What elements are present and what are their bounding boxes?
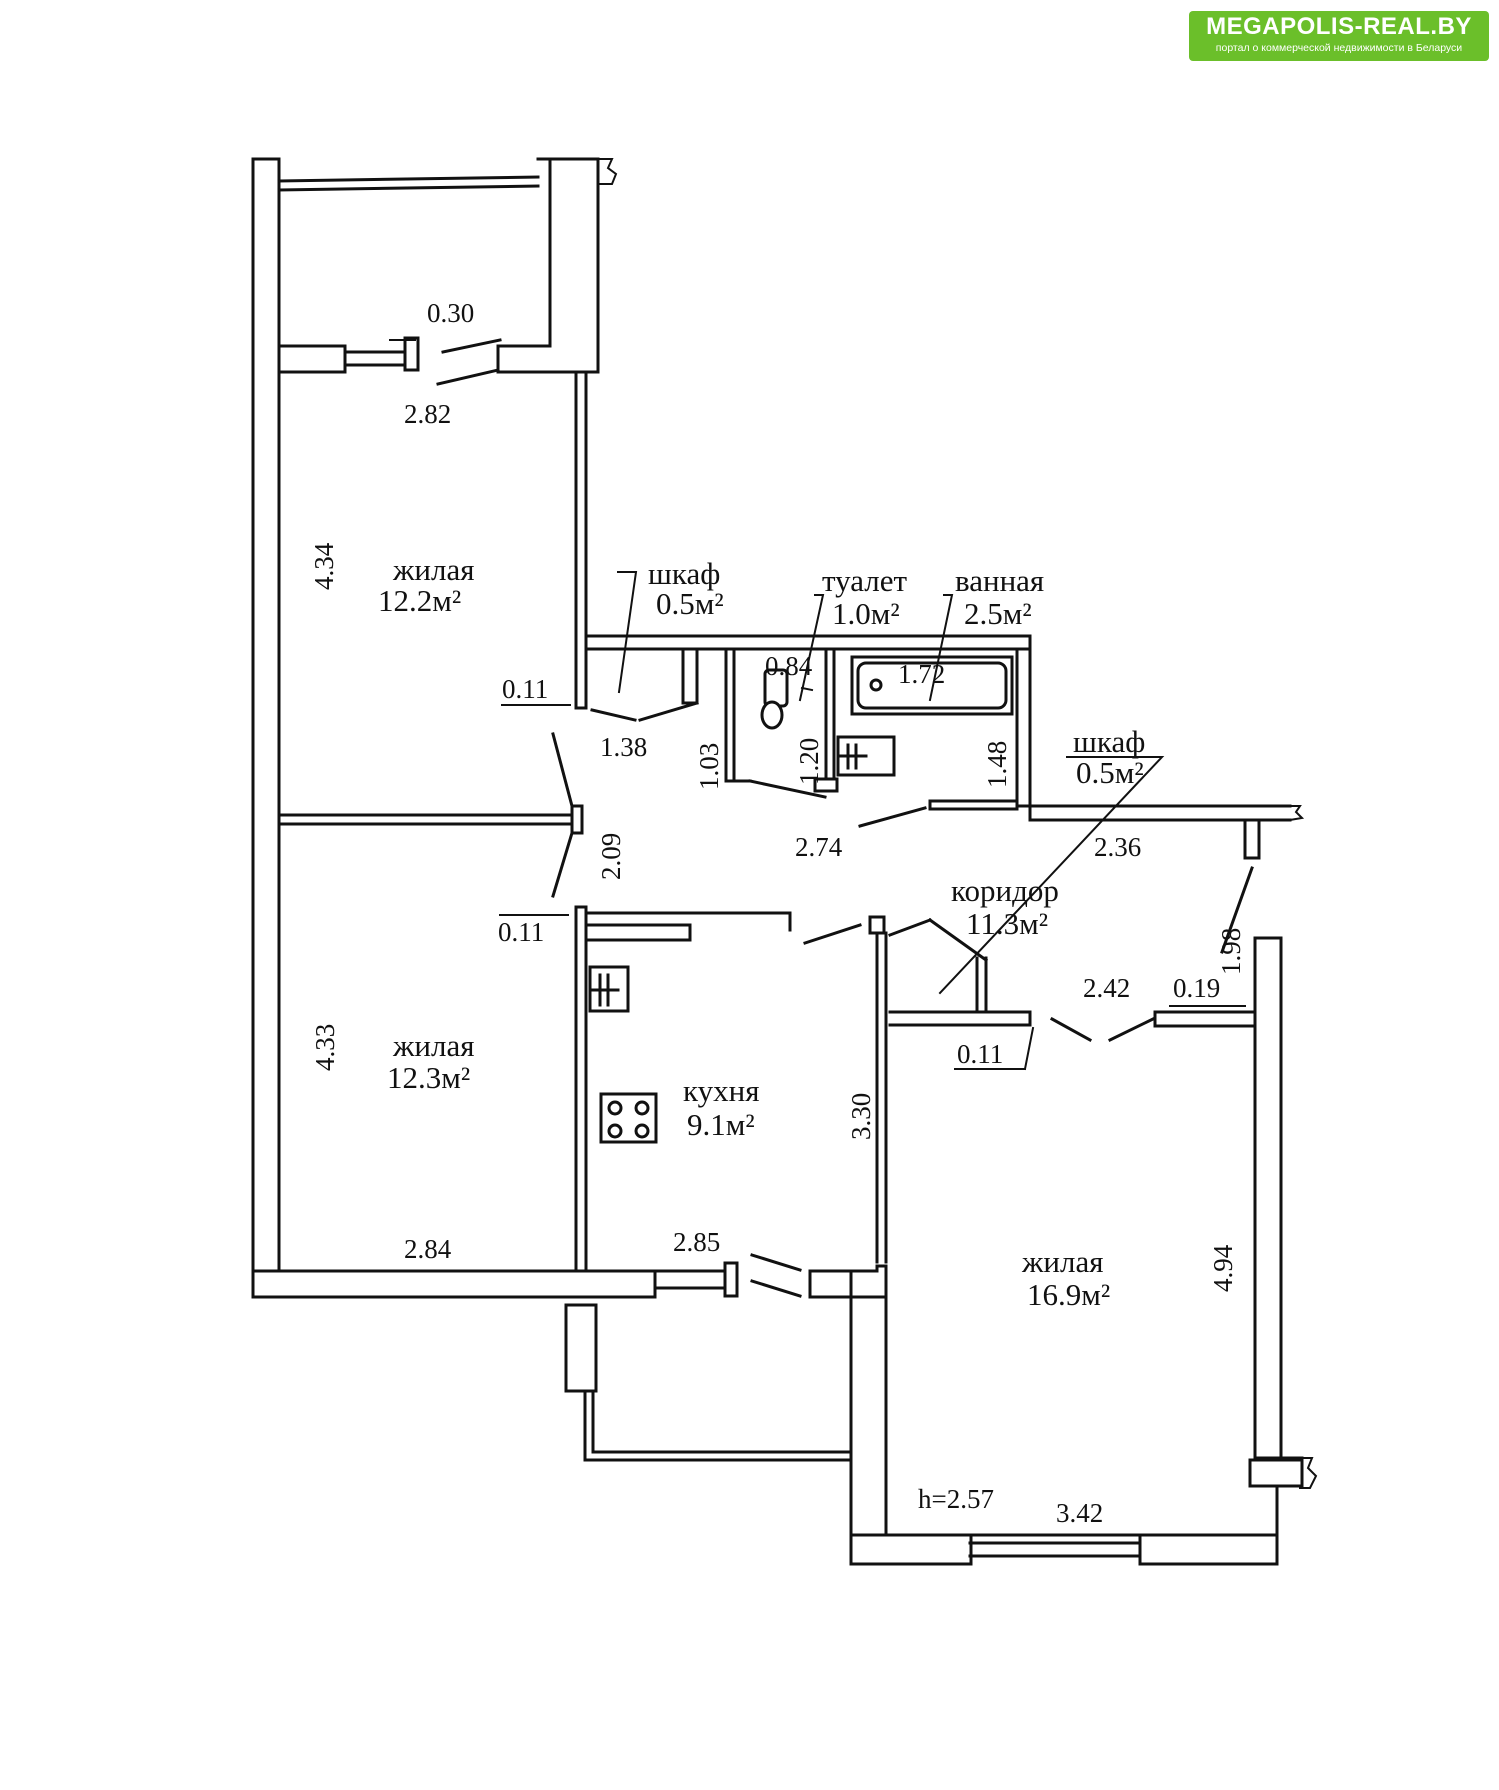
label-closet-left-area: 0.5м² bbox=[656, 586, 724, 621]
watermark-brand: MEGAPOLIS-REAL.BY bbox=[1206, 13, 1472, 40]
dim-kitchen-length: 3.30 bbox=[846, 1093, 876, 1140]
label-bathroom-area: 2.5м² bbox=[964, 596, 1032, 631]
label-corridor-name: коридор bbox=[951, 873, 1059, 908]
label-toilet-area: 1.0м² bbox=[832, 596, 900, 631]
dim-wall-top: 0.11 bbox=[502, 674, 548, 704]
label-kitchen-area: 9.1м² bbox=[687, 1107, 755, 1142]
dim-balcony-wall: 0.30 bbox=[427, 298, 474, 328]
bottom-walls bbox=[653, 1253, 1279, 1566]
service-block bbox=[584, 634, 1305, 828]
dim-ceiling-height: h=2.57 bbox=[918, 1484, 994, 1514]
watermark-logo: MEGAPOLIS-REAL.BY портал о коммерческой … bbox=[1189, 11, 1489, 61]
dim-closet-width: 1.38 bbox=[600, 732, 647, 762]
room-labels: жилая 12.2м² шкаф 0.5м² туалет 1.0м² ван… bbox=[378, 552, 1145, 1312]
dim-kitchen-width: 2.85 bbox=[673, 1227, 720, 1257]
balcony-bottom bbox=[564, 1303, 853, 1462]
balcony-top bbox=[277, 157, 618, 386]
dim-bath-depth: 1.48 bbox=[982, 741, 1012, 788]
dim-corridor-right: 2.36 bbox=[1094, 832, 1141, 862]
dim-entrance-width: 2.42 bbox=[1083, 973, 1130, 1003]
label-bathroom-name: ванная bbox=[955, 563, 1044, 598]
label-bedroom-top-area: 12.2м² bbox=[378, 583, 461, 618]
dim-corridor-span: 2.74 bbox=[795, 832, 843, 862]
label-bedroom-top-name: жилая bbox=[392, 552, 475, 587]
dimension-labels: 0.30 2.82 4.34 0.11 1.38 1.03 0.84 1.20 … bbox=[309, 298, 1246, 1528]
label-bedroom-mid-name: жилая bbox=[392, 1028, 475, 1063]
corridor-closet bbox=[888, 917, 1257, 1043]
watermark-tagline: портал о коммерческой недвижимости в Бел… bbox=[1215, 42, 1463, 54]
label-closet-right-name: шкаф bbox=[1073, 724, 1145, 759]
dim-balcony-width: 2.82 bbox=[404, 399, 451, 429]
label-bedroom-mid-area: 12.3м² bbox=[387, 1060, 470, 1095]
corridor-doors bbox=[551, 732, 1261, 954]
dim-corridor-door-gap: 2.09 bbox=[596, 833, 626, 880]
dim-living-width: 3.42 bbox=[1056, 1498, 1103, 1528]
partition-bedrooms bbox=[277, 804, 584, 835]
kitchen-walls bbox=[574, 905, 888, 1273]
label-kitchen-name: кухня bbox=[683, 1073, 759, 1108]
leader-lines bbox=[389, 339, 1246, 1071]
label-closet-right-area: 0.5м² bbox=[1076, 755, 1144, 790]
label-living-big-name: жилая bbox=[1021, 1244, 1104, 1279]
partition-bedroom-top bbox=[574, 370, 588, 710]
dim-wall-mid: 0.11 bbox=[498, 917, 544, 947]
label-corridor-area: 11.3м² bbox=[966, 906, 1048, 941]
dim-wall-low: 0.11 bbox=[957, 1039, 1003, 1069]
dim-toilet-depth: 1.20 bbox=[794, 738, 824, 785]
dim-entrance-wall: 0.19 bbox=[1173, 973, 1220, 1003]
dim-toilet-width: 0.84 bbox=[765, 651, 813, 681]
outer-wall-right bbox=[1248, 936, 1318, 1489]
label-closet-left-name: шкаф bbox=[648, 556, 720, 591]
label-living-big-area: 16.9м² bbox=[1027, 1277, 1110, 1312]
dim-bedroom-top-length: 4.34 bbox=[309, 542, 339, 590]
dim-entrance-depth: 1.98 bbox=[1216, 928, 1246, 975]
outer-wall-left bbox=[251, 157, 657, 1299]
dim-bedroom-mid-length: 4.33 bbox=[310, 1024, 340, 1071]
label-toilet-name: туалет bbox=[822, 563, 907, 598]
dim-living-length: 4.94 bbox=[1208, 1244, 1238, 1292]
dim-closet-depth: 1.03 bbox=[694, 743, 724, 790]
dim-bedroom-mid-width: 2.84 bbox=[404, 1234, 452, 1264]
dim-bath-width: 1.72 bbox=[898, 659, 945, 689]
